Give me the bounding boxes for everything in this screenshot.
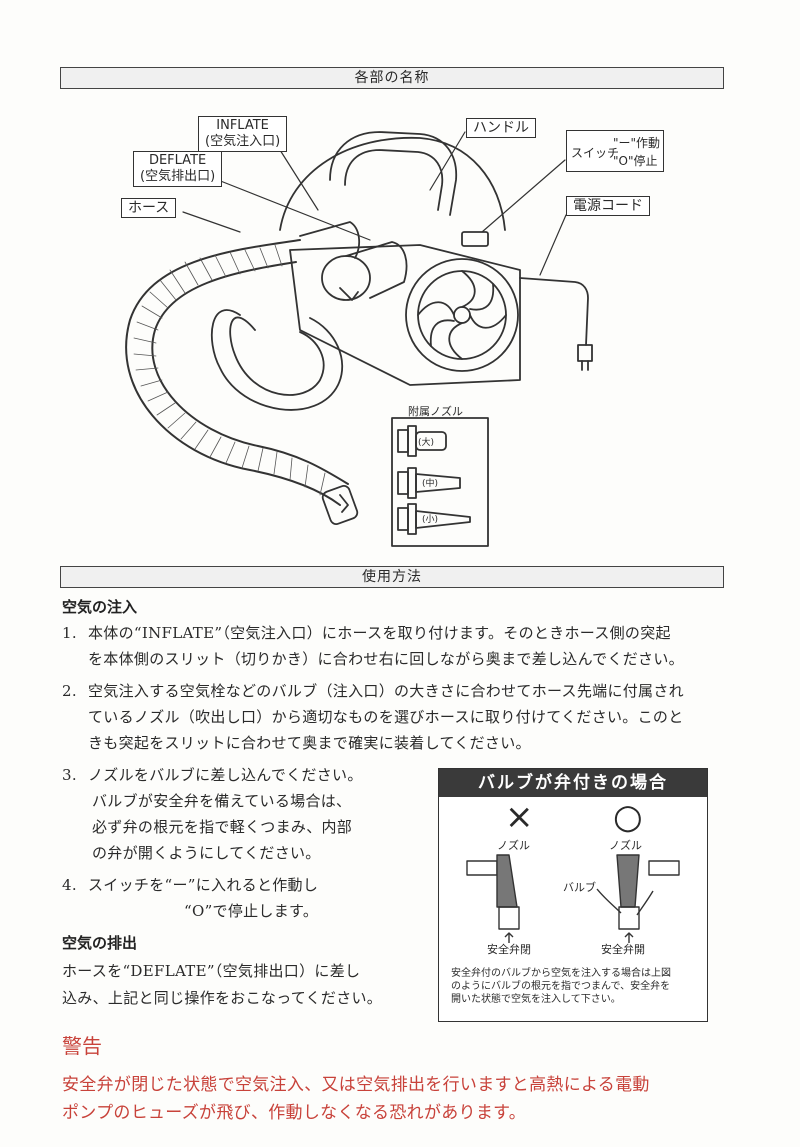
leader-inflate <box>279 149 319 211</box>
nozzle-right <box>616 854 640 908</box>
right-mark: ○ <box>613 797 643 837</box>
step-4-number: 4. <box>62 876 77 894</box>
valve-note-line-1: 安全弁付のバルブから空気を注入する場合は上図 <box>451 968 671 979</box>
hose-inner <box>151 261 349 485</box>
label-deflate: DEFLATE (空気排出口) <box>133 151 223 187</box>
pump-body-outline <box>279 137 506 231</box>
pump-base <box>289 244 521 386</box>
step-1: 1. 本体の“INFLATE”（空気注入口）にホースを取り付けます。そのときホー… <box>62 620 732 672</box>
valve-label: バルブ <box>563 881 596 894</box>
valve-open-label: 安全弁開 <box>601 943 645 956</box>
leader-deflate <box>217 179 371 241</box>
nozzle-box <box>391 417 489 547</box>
deflate-line-2: 込み、上記と同じ操作をおこなってください。 <box>62 989 383 1007</box>
label-hose: ホース <box>121 198 177 218</box>
section-header-parts: 各部の名称 <box>60 67 724 89</box>
step-3-line-2: バルブが安全弁を備えている場合は、 <box>92 792 352 810</box>
label-deflate-line1: DEFLATE <box>148 153 207 168</box>
nozzle-medium-label: (中) <box>422 479 439 489</box>
handle-outline <box>329 131 458 216</box>
pump-diagram <box>125 131 593 547</box>
leader-hose <box>182 211 241 233</box>
leader-switch <box>481 159 566 233</box>
valve-stem-left <box>498 906 520 930</box>
valve-illustration <box>466 854 680 943</box>
valve-note-line-3: 開いた状態で空気を注入して下さい。 <box>451 994 621 1005</box>
nozzle-small-label: (小) <box>422 515 439 525</box>
valve-note-line-2: のようにバルブの根元を指でつまんで、安全弁を <box>451 981 671 992</box>
step-4-line-1: スイッチを“ー”に入れると作動し <box>88 876 319 894</box>
step-4-line-2: “O”で停止します。 <box>184 902 319 920</box>
power-cord <box>519 277 589 346</box>
nozzle-left <box>496 854 518 908</box>
step-3-number: 3. <box>62 766 77 784</box>
valve-stem-right <box>618 906 640 930</box>
step-4: 4. スイッチを“ー”に入れると作動し “O”で停止します。 <box>62 872 422 924</box>
label-switch-name: スイッチ <box>571 146 620 160</box>
nozzle-right-label: ノズル <box>609 839 642 852</box>
nozzle-large-label: (大) <box>418 438 435 448</box>
label-deflate-line2: (空気排出口) <box>140 169 216 184</box>
section-header-usage: 使用方法 <box>60 566 724 588</box>
label-inflate: INFLATE (空気注入口) <box>198 116 288 152</box>
warning-line-2: ポンプのヒューズが飛び、作動しなくなる恐れがあります。 <box>62 1103 527 1123</box>
step-2-number: 2. <box>62 682 77 700</box>
leader-handle <box>429 131 466 191</box>
label-switch-off: "O"停止 <box>613 154 658 168</box>
nozzle-title: 附属ノズル <box>408 405 463 418</box>
deflate-heading: 空気の排出 <box>62 934 138 952</box>
finger-left <box>596 888 622 914</box>
deflate-line-1: ホースを“DEFLATE”（空気排出口）に差し <box>62 962 361 980</box>
wrong-mark: × <box>505 797 534 837</box>
step-2-line-2: ているノズル（吹出し口）から適切なものを選びホースに取り付けてください。このと <box>88 708 684 726</box>
valve-note: 安全弁付のバルブから空気を注入する場合は上図 のようにバルブの根元を指でつまんで… <box>451 967 699 1006</box>
hose-outer <box>125 239 341 506</box>
valve-box-title: バルブが弁付きの場合 <box>439 769 707 797</box>
step-2: 2. 空気注入する空気栓などのバルブ（注入口）の大きさに合わせてホース先端に付属… <box>62 678 732 756</box>
label-power-cord: 電源コード <box>566 196 650 216</box>
valve-info-box: バルブが弁付きの場合 × ○ ノズル ノズル バルブ 安全弁閉 安全弁開 安全弁… <box>438 768 708 1022</box>
valve-body-left <box>466 860 498 876</box>
nozzle-medium <box>397 467 461 499</box>
label-inflate-line2: (空気注入口) <box>205 134 281 149</box>
step-3-line-3: 必ず弁の根元を指で軽くつまみ、内部 <box>92 818 353 836</box>
label-inflate-line1: INFLATE <box>216 118 269 133</box>
valve-closed-label: 安全弁閉 <box>487 943 531 956</box>
power-switch <box>461 231 489 247</box>
inflate-heading: 空気の注入 <box>62 598 138 616</box>
finger-right <box>636 890 654 916</box>
step-3-line-1: ノズルをバルブに差し込んでください。 <box>88 766 363 784</box>
hose-connector <box>321 485 359 525</box>
warning-line-1: 安全弁が閉じた状態で空気注入、又は空気排出を行いますと高熱による電動 <box>62 1075 650 1095</box>
step-2-line-1: 空気注入する空気栓などのバルブ（注入口）の大きさに合わせてホース先端に付属され <box>88 682 684 700</box>
warning-title: 警告 <box>62 1034 102 1058</box>
step-1-number: 1. <box>62 624 77 642</box>
nozzle-small <box>397 503 471 535</box>
label-handle: ハンドル <box>466 118 536 138</box>
step-2-line-3: きも突起をスリットに合わせて奥まで確実に装着してください。 <box>88 734 531 752</box>
label-switch-on: "ー"作動 <box>613 136 661 150</box>
step-1-line-1: 本体の“INFLATE”（空気注入口）にホースを取り付けます。そのときホース側の… <box>88 624 671 642</box>
leader-power-cord <box>539 214 567 276</box>
step-3: 3. ノズルをバルブに差し込んでください。 バルブが安全弁を備えている場合は、 … <box>62 762 422 866</box>
nozzle-left-label: ノズル <box>497 839 530 852</box>
valve-body-right <box>648 860 680 876</box>
fan-housing <box>405 258 519 372</box>
nozzle-large <box>397 425 447 457</box>
step-3-line-4: の弁が開くようにしてください。 <box>92 844 321 862</box>
step-1-line-2: を本体側のスリット（切りかき）に合わせ右に回しながら奥まで差し込んでください。 <box>88 650 684 668</box>
label-switch: スイッチ "ー"作動 "O"停止 <box>566 130 664 172</box>
